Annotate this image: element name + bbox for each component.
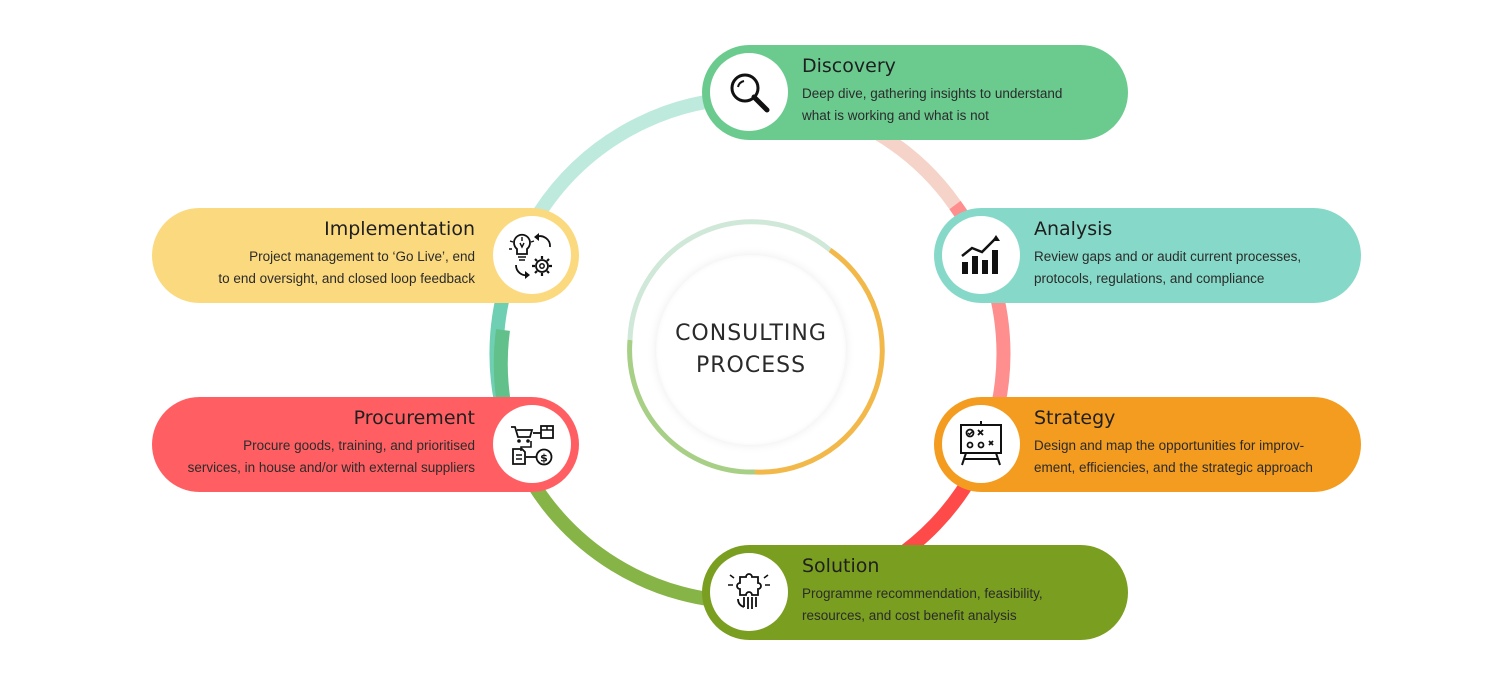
step-analysis-icon-holder — [942, 216, 1020, 294]
step-implementation: Implementation Project management to ‘Go… — [152, 208, 579, 303]
step-strategy-title: Strategy — [1034, 407, 1116, 429]
inner-arc-right — [754, 247, 885, 475]
bar-chart-trend-icon — [961, 235, 1000, 274]
step-procurement: $ Procurement Procure goods, training, a… — [152, 397, 579, 492]
inner-arc-left — [627, 339, 756, 475]
step-discovery: Discovery Deep dive, gathering insights … — [702, 45, 1128, 140]
step-implementation-title: Implementation — [324, 218, 475, 240]
step-implementation-icon-holder — [493, 216, 571, 294]
svg-text:$: $ — [540, 452, 548, 465]
step-solution: Solution Programme recommendation, feasi… — [702, 545, 1128, 640]
step-discovery-icon-holder — [710, 53, 788, 131]
step-procurement-title: Procurement — [353, 407, 475, 429]
center-title-line2: PROCESS — [695, 353, 807, 378]
step-analysis: Analysis Review gaps and or audit curren… — [934, 208, 1361, 303]
strategy-board-icon — [960, 421, 1002, 466]
step-analysis-title: Analysis — [1034, 218, 1113, 240]
step-strategy-desc: Design and map the opportunities for imp… — [1034, 438, 1313, 475]
puzzle-hand-icon — [728, 573, 770, 609]
step-solution-title: Solution — [802, 555, 880, 577]
step-procurement-desc: Procure goods, training, and prioritised… — [187, 438, 475, 475]
step-solution-desc: Programme recommendation, feasibility, r… — [802, 586, 1043, 623]
step-strategy: Strategy Design and map the opportunitie… — [934, 397, 1361, 492]
step-procurement-icon-holder: $ — [493, 405, 571, 483]
step-solution-icon-holder — [710, 553, 788, 631]
idea-gear-icon — [509, 233, 552, 279]
center-title-line1: CONSULTING — [675, 321, 827, 346]
inner-arc-top — [627, 219, 832, 341]
center-hub: CONSULTING PROCESS — [656, 255, 846, 445]
step-discovery-desc: Deep dive, gathering insights to underst… — [802, 86, 1063, 123]
magnifier-icon — [730, 73, 770, 113]
step-implementation-desc: Project management to ‘Go Live’, end to … — [218, 249, 475, 286]
step-strategy-icon-holder — [942, 405, 1020, 483]
step-discovery-title: Discovery — [802, 55, 896, 77]
step-analysis-desc: Review gaps and or audit current process… — [1034, 249, 1302, 286]
procurement-icon: $ — [511, 425, 554, 466]
